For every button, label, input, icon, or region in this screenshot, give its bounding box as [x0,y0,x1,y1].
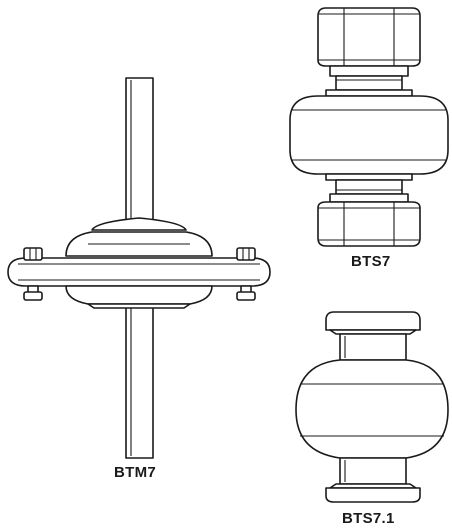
bts71-bottom-neck [339,457,407,485]
btm7-drawing [7,77,271,459]
bts7-top-neck-ring [329,65,409,77]
btm7-bolt-right-top [236,247,256,261]
btm7-lower-shaft [125,305,154,459]
bts71-label: BTS7.1 [342,510,395,527]
bts7-body [289,95,449,175]
bts7-bottom-neck-ring [329,193,409,203]
bts7-label: BTS7 [351,253,391,270]
bts71-top-ferrule [325,311,421,331]
bts7-bottom-neck [335,179,403,195]
bts71-bottom-ferrule [325,487,421,503]
btm7-lower-housing [65,285,213,305]
btm7-bolt-left-top [23,247,43,261]
btm7-nut-left-bottom [23,291,43,301]
btm7-upper-shaft [125,77,154,227]
bts7-drawing [289,7,449,247]
bts7-top-neck [335,75,403,91]
bts71-drawing [295,311,449,503]
bts7-bottom-collar [325,173,413,181]
btm7-flange-plate [7,257,271,287]
bts7-bottom-hex-nut [317,201,421,247]
bts7-top-hex-nut [317,7,421,67]
btm7-nut-right-bottom [236,291,256,301]
bts7-top-collar [325,89,413,97]
btm7-top-cap [91,217,187,231]
bts71-body [295,359,449,459]
btm7-label: BTM7 [114,464,157,481]
bts71-top-neck [339,333,407,361]
